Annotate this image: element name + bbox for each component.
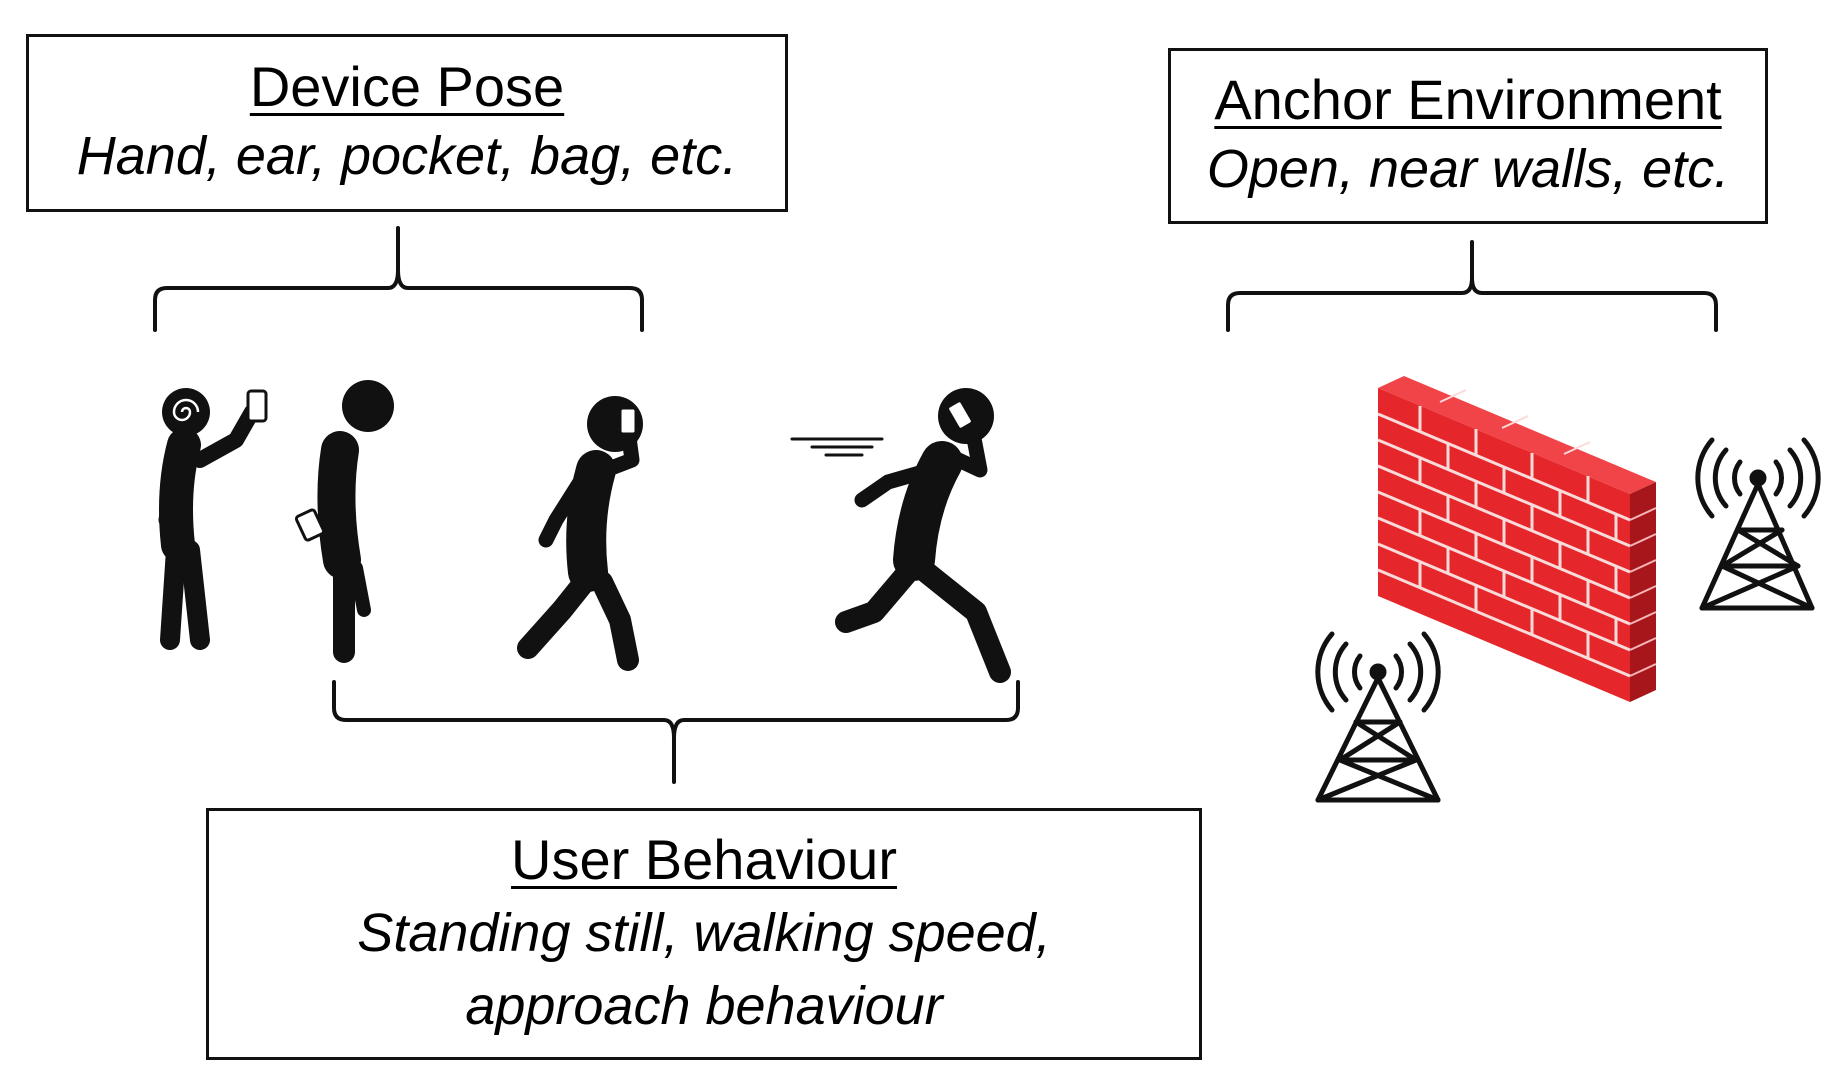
user-behaviour-box: User Behaviour Standing still, walking s… <box>206 808 1202 1060</box>
device-pose-title: Device Pose <box>249 54 565 118</box>
device-pose-description: Hand, ear, pocket, bag, etc. <box>76 126 738 187</box>
device-pose-brace <box>153 226 644 332</box>
person-walking-phone-at-ear-icon <box>517 396 643 671</box>
anchor-environment-brace <box>1226 240 1718 332</box>
anchor-environment-title: Anchor Environment <box>1214 67 1722 131</box>
user-behaviour-description-line2: approach behaviour <box>465 975 943 1036</box>
person-phone-in-pocket-icon <box>294 380 394 663</box>
user-behaviour-title: User Behaviour <box>511 827 897 891</box>
user-behaviour-description-line1: Standing still, walking speed, <box>357 902 1051 963</box>
radio-tower-icon <box>1695 437 1821 611</box>
brick-wall-icon <box>1377 376 1657 702</box>
radio-tower-icon <box>1315 631 1441 803</box>
person-phone-in-hand-icon <box>158 388 268 650</box>
user-behaviour-brace <box>332 680 1020 784</box>
anchor-environment-box: Anchor Environment Open, near walls, etc… <box>1168 48 1768 224</box>
anchor-environment-description: Open, near walls, etc. <box>1206 139 1730 200</box>
device-pose-box: Device Pose Hand, ear, pocket, bag, etc. <box>26 34 788 212</box>
person-running-phone-at-ear-icon <box>790 388 1011 683</box>
